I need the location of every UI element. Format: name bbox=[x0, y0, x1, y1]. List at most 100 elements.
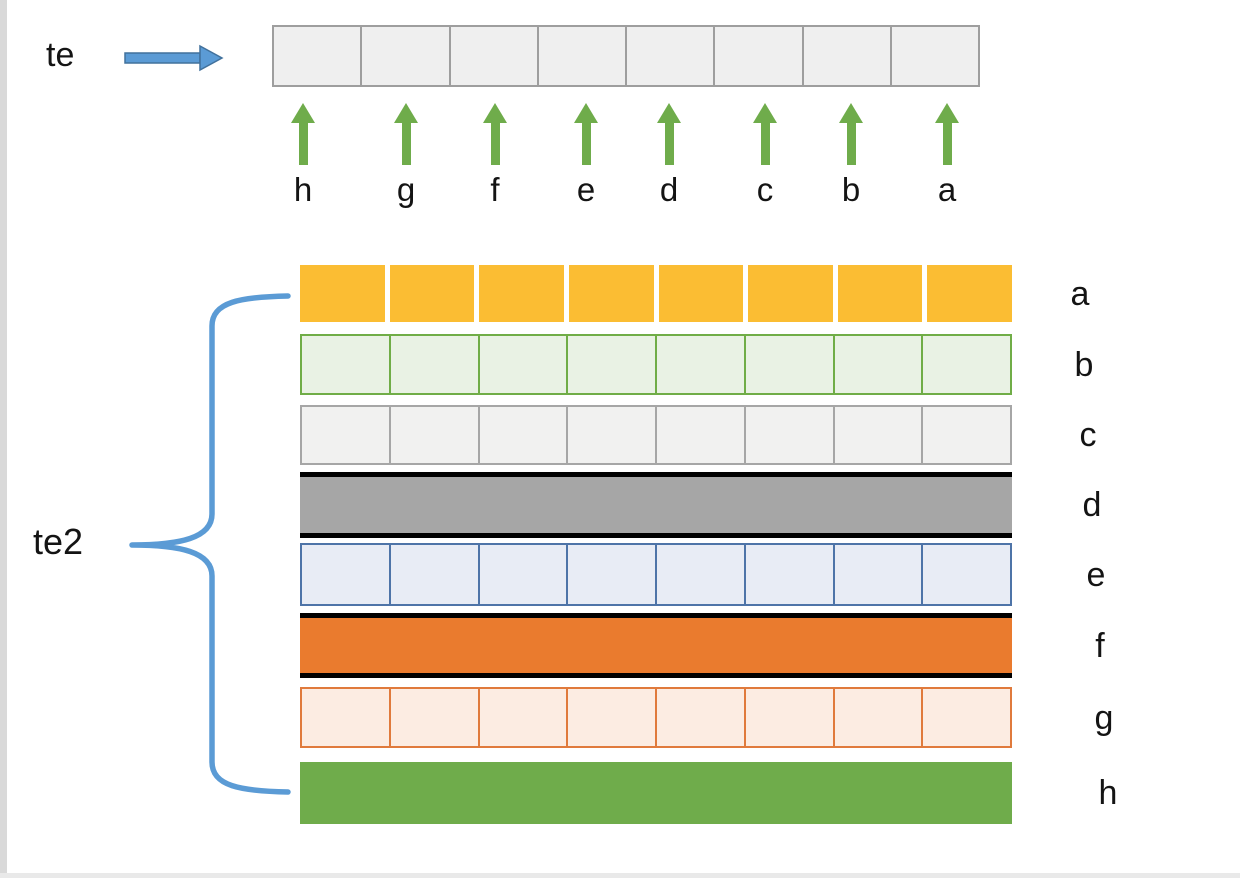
pointer-unit-h: h bbox=[281, 103, 325, 208]
bar-segment bbox=[568, 545, 657, 604]
bar-segment bbox=[480, 336, 569, 393]
bar-segment bbox=[302, 336, 391, 393]
bar-segment bbox=[746, 689, 835, 746]
up-arrow-stem bbox=[760, 123, 770, 165]
bar-segment bbox=[746, 407, 835, 463]
bar-row-label-f: f bbox=[1095, 626, 1105, 665]
bar-segment bbox=[479, 265, 564, 322]
bar-segment bbox=[480, 689, 569, 746]
bar-segment bbox=[657, 545, 746, 604]
bar-segment bbox=[835, 407, 924, 463]
bar-row-e bbox=[300, 543, 1012, 606]
pointer-label: b bbox=[841, 171, 861, 208]
bar-segment bbox=[923, 545, 1010, 604]
te2-label: te2 bbox=[33, 521, 84, 562]
bar-segment bbox=[391, 336, 480, 393]
bar-row-a bbox=[300, 265, 1012, 322]
up-arrow-stem bbox=[298, 123, 308, 165]
up-arrow-stem bbox=[490, 123, 500, 165]
up-arrow-stem bbox=[942, 123, 952, 165]
bar-row-b bbox=[300, 334, 1012, 395]
bar-segment bbox=[300, 265, 385, 322]
bar-segment bbox=[568, 336, 657, 393]
right-arrow-icon bbox=[124, 44, 224, 72]
pointer-unit-b: b bbox=[829, 103, 873, 208]
bar-segment bbox=[391, 689, 480, 746]
pointer-unit-f: f bbox=[473, 103, 517, 208]
pointer-label: h bbox=[293, 171, 313, 208]
bar-segment bbox=[923, 407, 1010, 463]
bar-segment bbox=[837, 265, 923, 322]
pointer-label: c bbox=[756, 171, 774, 208]
bar-segment bbox=[480, 407, 569, 463]
bar-segment bbox=[480, 545, 569, 604]
bar-row-label-b: b bbox=[1074, 345, 1094, 384]
memory-cell bbox=[715, 27, 804, 85]
pointer-label: e bbox=[576, 171, 596, 208]
memory-cell bbox=[804, 27, 892, 85]
bar-row-h bbox=[300, 762, 1012, 824]
bar-segment bbox=[391, 545, 480, 604]
bar-segment bbox=[748, 265, 833, 322]
up-arrow-stem bbox=[846, 123, 856, 165]
bar-segment bbox=[302, 545, 391, 604]
bar-segment bbox=[657, 689, 746, 746]
bar-segment bbox=[568, 689, 657, 746]
pointer-unit-g: g bbox=[384, 103, 428, 208]
bar-segment bbox=[835, 689, 924, 746]
pointer-unit-a: a bbox=[925, 103, 969, 208]
bar-segment bbox=[391, 407, 480, 463]
bar-row-label-e: e bbox=[1086, 555, 1106, 594]
bar-segment bbox=[389, 265, 475, 322]
up-arrow-icon bbox=[394, 103, 418, 123]
bar-row-g bbox=[300, 687, 1012, 748]
bar-row-label-a: a bbox=[1070, 274, 1090, 313]
pointer-unit-e: e bbox=[564, 103, 608, 208]
memory-cell bbox=[539, 27, 627, 85]
pointer-label: d bbox=[659, 171, 679, 208]
bar-segment bbox=[302, 407, 391, 463]
memory-cell bbox=[892, 27, 978, 85]
bar-row-f bbox=[300, 613, 1012, 678]
bar-segment bbox=[657, 336, 746, 393]
curly-brace-icon bbox=[129, 293, 291, 795]
up-arrow-icon bbox=[935, 103, 959, 123]
up-arrow-icon bbox=[657, 103, 681, 123]
bar-segment bbox=[568, 407, 657, 463]
bar-segment bbox=[746, 545, 835, 604]
bar-segment bbox=[657, 407, 746, 463]
bar-segment bbox=[835, 336, 924, 393]
pointer-label: f bbox=[490, 171, 500, 208]
memory-cells-row bbox=[272, 25, 980, 87]
bottom-edge-strip bbox=[0, 873, 1240, 878]
memory-cell bbox=[274, 27, 363, 85]
pointer-unit-d: d bbox=[647, 103, 691, 208]
pointer-unit-c: c bbox=[743, 103, 787, 208]
memory-cell bbox=[451, 27, 539, 85]
bar-segment bbox=[927, 265, 1012, 322]
bar-row-label-d: d bbox=[1082, 486, 1102, 524]
up-arrow-stem bbox=[664, 123, 674, 165]
bar-segment bbox=[658, 265, 744, 322]
bar-row-label-c: c bbox=[1079, 416, 1097, 454]
up-arrow-icon bbox=[483, 103, 507, 123]
memory-cell bbox=[627, 27, 716, 85]
bar-segment bbox=[302, 689, 391, 746]
up-arrow-icon bbox=[753, 103, 777, 123]
bar-row-label-g: g bbox=[1094, 698, 1114, 737]
up-arrow-icon bbox=[839, 103, 863, 123]
bar-segment bbox=[923, 336, 1010, 393]
bar-row-label-h: h bbox=[1098, 774, 1118, 812]
left-edge-strip bbox=[0, 0, 7, 878]
bar-row-d bbox=[300, 472, 1012, 538]
pointer-label: a bbox=[937, 171, 957, 208]
up-arrow-stem bbox=[401, 123, 411, 165]
te-label: te bbox=[46, 36, 75, 74]
bar-segment bbox=[746, 336, 835, 393]
memory-cell bbox=[362, 27, 451, 85]
up-arrow-stem bbox=[581, 123, 591, 165]
bar-segment bbox=[835, 545, 924, 604]
bar-segment bbox=[923, 689, 1010, 746]
up-arrow-icon bbox=[574, 103, 598, 123]
